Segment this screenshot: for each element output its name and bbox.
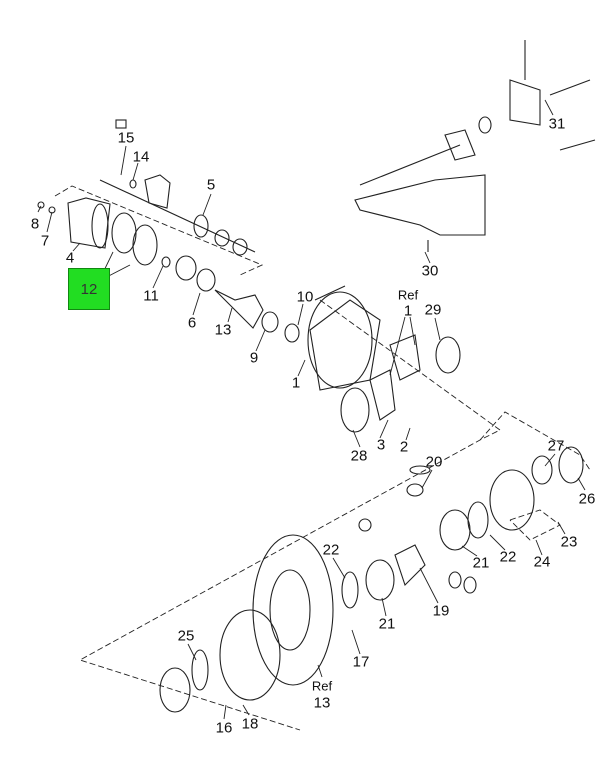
callout-8[interactable]: 8	[30, 215, 40, 233]
callout-29[interactable]: 29	[424, 301, 442, 319]
callout-18[interactable]: 18	[241, 715, 259, 733]
callout-21-lower[interactable]: 21	[378, 615, 396, 633]
callout-3[interactable]: 3	[376, 436, 386, 454]
carrier-housing	[307, 285, 461, 433]
case-half	[219, 609, 281, 701]
callout-ref-lower: Ref	[311, 678, 333, 694]
callout-24[interactable]: 24	[533, 553, 551, 571]
shim	[132, 224, 158, 266]
pinion-parts	[37, 119, 300, 343]
callout-27[interactable]: 27	[547, 437, 565, 455]
callout-7[interactable]: 7	[40, 232, 50, 250]
callout-21[interactable]: 21	[472, 554, 490, 572]
callout-12-highlighted[interactable]: 12	[68, 268, 110, 310]
callout-13-ref[interactable]: 13	[313, 694, 331, 712]
callout-16[interactable]: 16	[215, 719, 233, 737]
callout-9[interactable]: 9	[249, 349, 259, 367]
callout-14[interactable]: 14	[132, 148, 150, 166]
callout-13[interactable]: 13	[214, 321, 232, 339]
callout-11[interactable]: 11	[143, 287, 159, 305]
nut	[115, 119, 127, 129]
callout-28[interactable]: 28	[350, 447, 368, 465]
callout-20[interactable]: 20	[425, 453, 443, 471]
bearing-cage	[67, 197, 111, 249]
shim	[111, 212, 137, 254]
drive-pinion	[214, 289, 264, 329]
leader-lines	[37, 99, 586, 720]
callout-1-ref[interactable]: 1	[403, 302, 413, 320]
callout-5[interactable]: 5	[206, 176, 216, 194]
callout-31[interactable]: 31	[548, 115, 566, 133]
callout-23[interactable]: 23	[560, 533, 578, 551]
callout-2[interactable]: 2	[399, 438, 409, 456]
washer	[129, 179, 137, 189]
shift-assembly	[354, 40, 596, 252]
callout-30[interactable]: 30	[421, 262, 439, 280]
callout-12-label: 12	[80, 280, 98, 298]
callout-4[interactable]: 4	[65, 249, 75, 267]
callout-22[interactable]: 22	[499, 548, 517, 566]
callout-10[interactable]: 10	[296, 288, 314, 306]
differential-parts	[159, 446, 584, 713]
yoke	[144, 174, 171, 209]
ring-gear	[252, 534, 334, 686]
callout-ref: Ref	[397, 287, 419, 303]
callout-1[interactable]: 1	[291, 374, 301, 392]
seal	[193, 214, 209, 238]
callout-19[interactable]: 19	[432, 602, 450, 620]
callout-6[interactable]: 6	[187, 314, 197, 332]
callout-26[interactable]: 26	[578, 490, 596, 508]
callout-22-lower[interactable]: 22	[322, 541, 340, 559]
callout-25[interactable]: 25	[177, 627, 195, 645]
callout-17[interactable]: 17	[352, 653, 370, 671]
callout-15[interactable]: 15	[117, 129, 135, 147]
group-outline	[54, 185, 591, 731]
